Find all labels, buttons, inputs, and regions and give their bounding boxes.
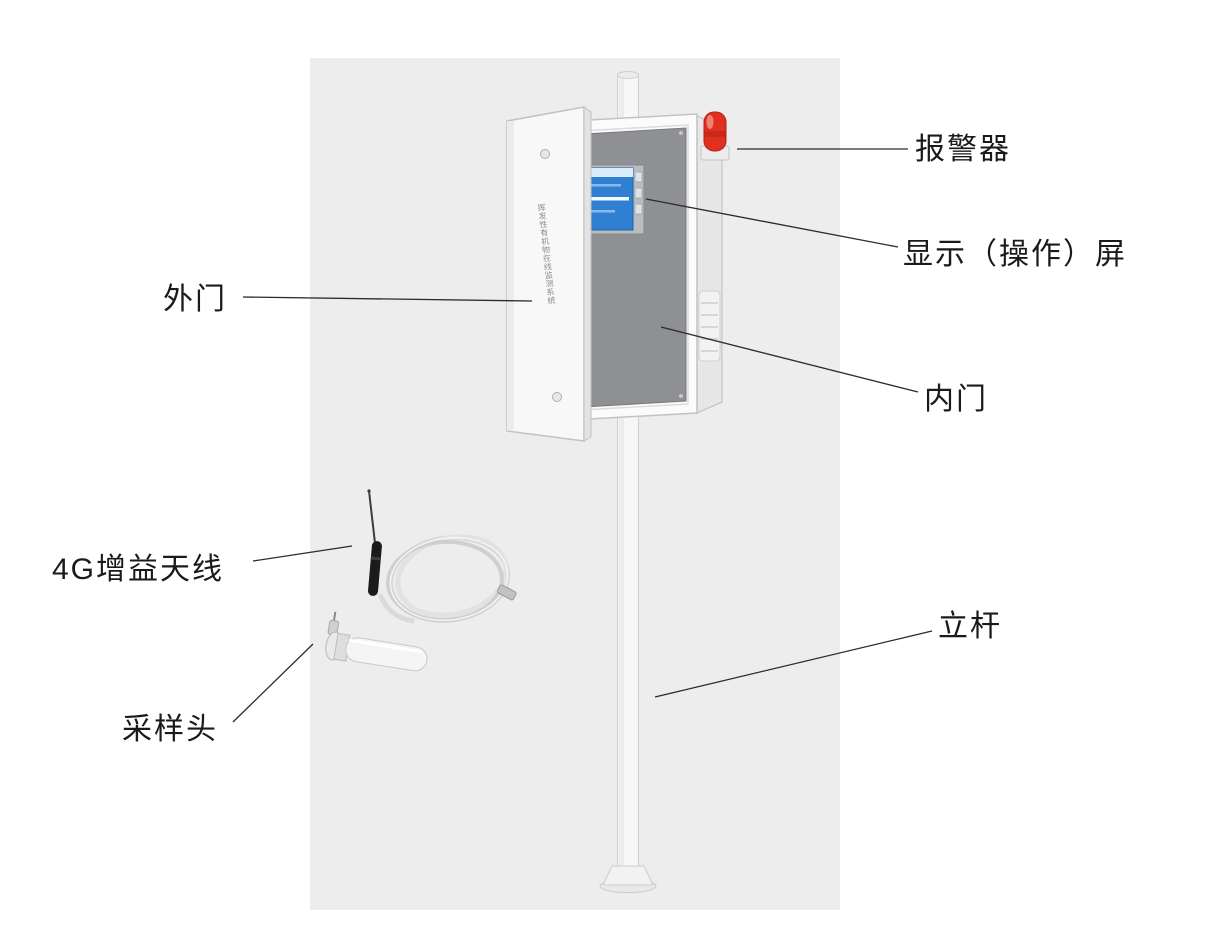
- cabinet-graphic: [571, 113, 723, 421]
- label-alarm: 报警器: [915, 133, 1011, 166]
- label-inner-door: 内门: [924, 383, 988, 416]
- outer-door-graphic: [506, 106, 592, 442]
- callout-line-inner-door: [660, 326, 919, 393]
- callout-line-pole: [654, 630, 933, 698]
- sampling-head-body: [345, 637, 428, 672]
- door-screw-bottom: [552, 392, 562, 402]
- label-outer-door: 外门: [163, 283, 227, 316]
- alarm-beacon-graphic: [700, 111, 730, 161]
- callout-line-outer-door: [242, 296, 533, 302]
- label-sampling-head: 采样头: [122, 713, 218, 746]
- antenna-4g-graphic: [367, 489, 517, 624]
- callout-lines: [232, 148, 933, 723]
- label-pole: 立杆: [938, 610, 1002, 643]
- pole-base-flare: [602, 865, 654, 886]
- label-display-screen: 显示（操作）屏: [903, 238, 1127, 271]
- antenna-body: [367, 541, 382, 596]
- outer-door-edge: [583, 106, 592, 442]
- callout-line-sampling: [232, 643, 314, 723]
- door-screw-top: [540, 149, 550, 159]
- sampling-head-graphic: [325, 611, 428, 672]
- callout-line-display: [645, 198, 899, 248]
- cabinet-side-panel: [696, 115, 723, 414]
- display-screen-graphic: [583, 164, 645, 235]
- label-antenna-4g: 4G增益天线: [52, 553, 225, 586]
- callout-line-antenna: [252, 545, 353, 562]
- cable-connector: [496, 584, 517, 601]
